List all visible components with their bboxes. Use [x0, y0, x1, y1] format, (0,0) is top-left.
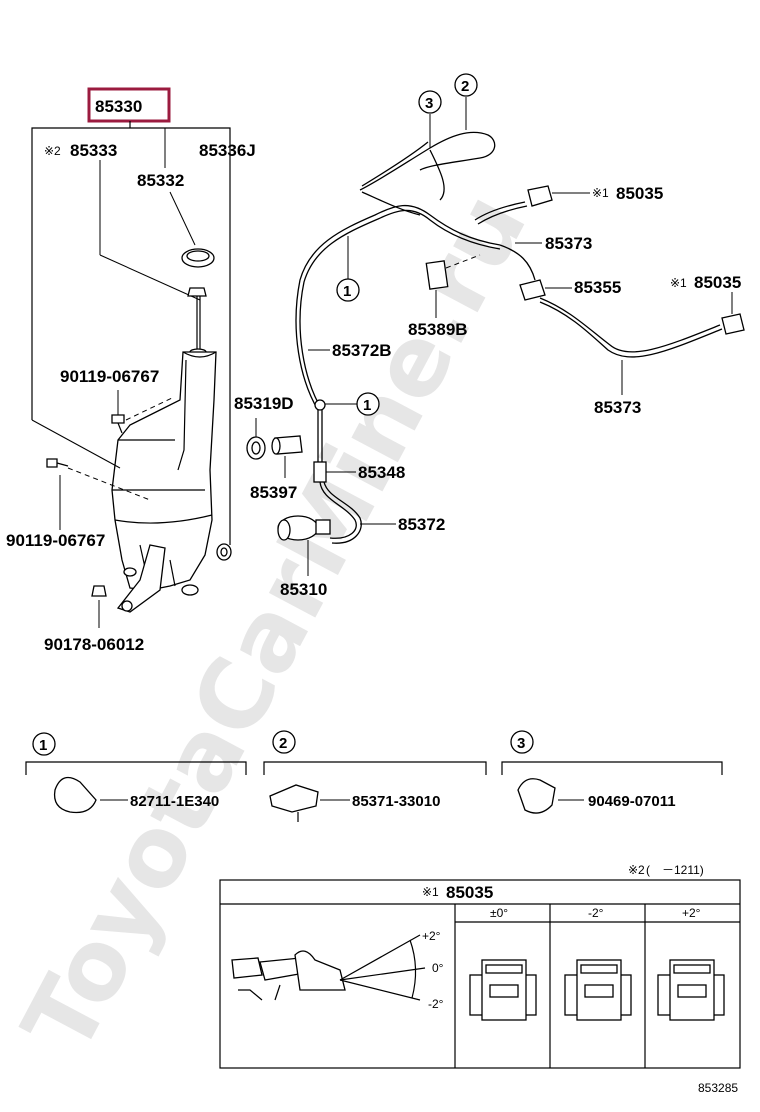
angle-label-zero: 0° — [432, 961, 444, 975]
nozzle-front-view-0 — [469, 959, 537, 1021]
part-label-85319d[interactable]: 85319D — [234, 394, 294, 413]
tank-bracket-shape — [116, 544, 166, 613]
part-label-85336j[interactable]: 85336J — [199, 141, 256, 160]
part-label-85389b[interactable]: 85389B — [408, 320, 468, 339]
detail-title: 85035 — [446, 883, 493, 902]
nut-shape — [91, 585, 107, 597]
bolt-lower-shape — [46, 458, 58, 468]
bolt-upper-shape — [111, 414, 125, 424]
column-header-1: -2° — [588, 906, 604, 920]
part-label-90178[interactable]: 90178-06012 — [44, 635, 144, 654]
clip-85371-shape — [269, 784, 319, 813]
highlight-box[interactable] — [87, 87, 171, 123]
clip-part-85371[interactable]: 85371-33010 — [352, 793, 440, 810]
detail-title-mark: ※1 — [422, 885, 439, 899]
clip-group-2: 2 85371-33010 — [263, 730, 487, 822]
part-label-85332[interactable]: 85332 — [137, 171, 184, 190]
connector-85355-shape — [519, 279, 546, 301]
part-label-85372[interactable]: 85372 — [398, 515, 445, 534]
nozzle-angle-illustration: +2° 0° -2° — [231, 929, 444, 1011]
part-label-85333[interactable]: 85333 — [70, 141, 117, 160]
nozzle-85035-right-shape — [721, 313, 745, 335]
callout-1-hose[interactable]: 1 — [336, 236, 360, 302]
callout-2-top[interactable]: 2 — [454, 73, 478, 130]
clip-group-3: 3 90469-07011 — [501, 730, 723, 814]
detail-table — [219, 879, 741, 1069]
watermark-text: ToyotaCarMine.ru — [1, 175, 548, 1070]
hose-85373-upper-shape — [499, 244, 536, 281]
svg-text:2: 2 — [279, 735, 287, 752]
hose-85373-lower-shape — [539, 297, 721, 353]
filler-cap-shape — [187, 287, 207, 297]
note-mark-85035-right: ※1 — [670, 276, 687, 290]
assembly-bracket — [31, 127, 231, 545]
part-label-85035-right[interactable]: 85035 — [694, 273, 741, 292]
part-label-85373-upper[interactable]: 85373 — [545, 234, 592, 253]
angle-label-minus: -2° — [428, 997, 444, 1011]
part-label-85310[interactable]: 85310 — [280, 580, 327, 599]
callout-1-pump[interactable]: 1 — [325, 392, 380, 416]
svg-text:2: 2 — [461, 78, 469, 95]
clip-82711-shape — [53, 776, 97, 814]
svg-text:3: 3 — [425, 95, 433, 112]
part-label-85397[interactable]: 85397 — [250, 483, 297, 502]
part-label-90119-lower[interactable]: 90119-06767 — [6, 531, 105, 550]
svg-text:1: 1 — [343, 283, 351, 300]
clip-90469-shape — [517, 778, 556, 814]
column-header-0: ±0° — [490, 906, 508, 920]
clip-part-90469[interactable]: 90469-07011 — [588, 793, 676, 810]
part-label-85373-lower[interactable]: 85373 — [594, 398, 641, 417]
note-mark-85035-upper: ※1 — [592, 186, 609, 200]
note-mark-85333: ※2 — [44, 144, 61, 158]
check-valve-85389b-shape — [425, 260, 449, 290]
part-label-85372b[interactable]: 85372B — [332, 341, 392, 360]
svg-text:1: 1 — [363, 397, 371, 414]
nozzle-front-view-1 — [564, 959, 632, 1021]
nozzle-85035-upper-shape — [527, 185, 553, 207]
part-label-85035-upper[interactable]: 85035 — [616, 184, 663, 203]
svg-text:1: 1 — [39, 737, 47, 754]
diagram-id: 853285 — [698, 1081, 738, 1095]
hose-85372b-shape — [295, 204, 501, 411]
note-mark-range: ※2 — [628, 863, 645, 877]
clip-group-1: 1 82711-1E340 — [25, 732, 247, 814]
svg-text:3: 3 — [517, 735, 525, 752]
hose-85372-shape — [319, 481, 357, 539]
clip-part-82711[interactable]: 82711-1E340 — [130, 793, 219, 810]
part-label-90119-upper[interactable]: 90119-06767 — [60, 367, 159, 386]
part-label-85355[interactable]: 85355 — [574, 278, 621, 297]
part-label-85348[interactable]: 85348 — [358, 463, 405, 482]
joint-85348-shape — [313, 461, 327, 483]
angle-label-plus: +2° — [422, 929, 441, 943]
column-header-2: +2° — [682, 906, 701, 920]
note-range: ( －1211) — [646, 863, 704, 877]
nozzle-front-view-2 — [657, 959, 725, 1021]
part-label-85330[interactable]: 85330 — [95, 97, 142, 116]
callout-3-top[interactable]: 3 — [418, 90, 442, 148]
